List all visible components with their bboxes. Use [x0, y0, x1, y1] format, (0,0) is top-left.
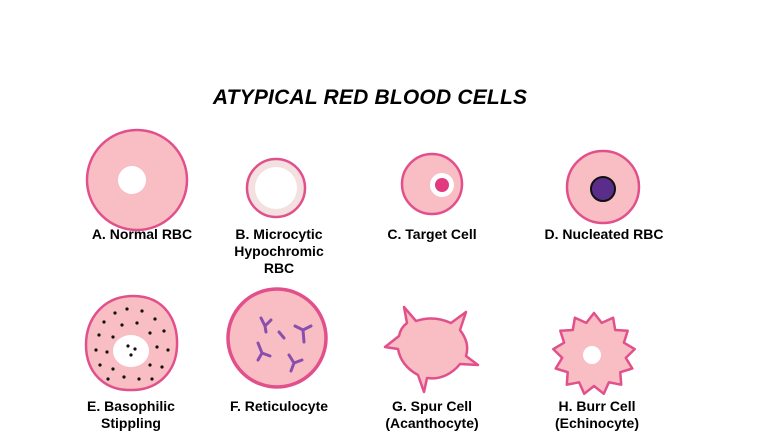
- reticulum-strands: [256, 316, 313, 373]
- label-microcytic-hypochromic-rbc: B. Microcytic Hypochromic RBC: [234, 226, 324, 276]
- nucleated-rbc-icon: [565, 149, 641, 225]
- target-cell-icon: [400, 152, 464, 216]
- label-target-cell: C. Target Cell: [387, 226, 477, 242]
- page-title: ATYPICAL RED BLOOD CELLS: [212, 86, 528, 109]
- label-nucleated-rbc: D. Nucleated RBC: [544, 226, 664, 242]
- label-burr-cell: H. Burr Cell (Echinocyte): [554, 398, 639, 431]
- label-normal-rbc: A. Normal RBC: [91, 226, 193, 242]
- label-reticulocyte: F. Reticulocyte: [229, 398, 329, 414]
- stipple-dots: [94, 307, 170, 381]
- reticulocyte-icon: [226, 287, 328, 389]
- basophilic-stippling-icon: [84, 294, 179, 392]
- microcytic-hypochromic-rbc-icon: [245, 157, 307, 219]
- label-basophilic-stippling: E. Basophilic Stippling: [87, 398, 175, 431]
- spur-cell-icon: [383, 305, 480, 394]
- label-spur-cell: G. Spur Cell (Acanthocyte): [385, 398, 479, 431]
- burr-cell-icon: [552, 311, 636, 396]
- normal-rbc-icon: [85, 128, 189, 232]
